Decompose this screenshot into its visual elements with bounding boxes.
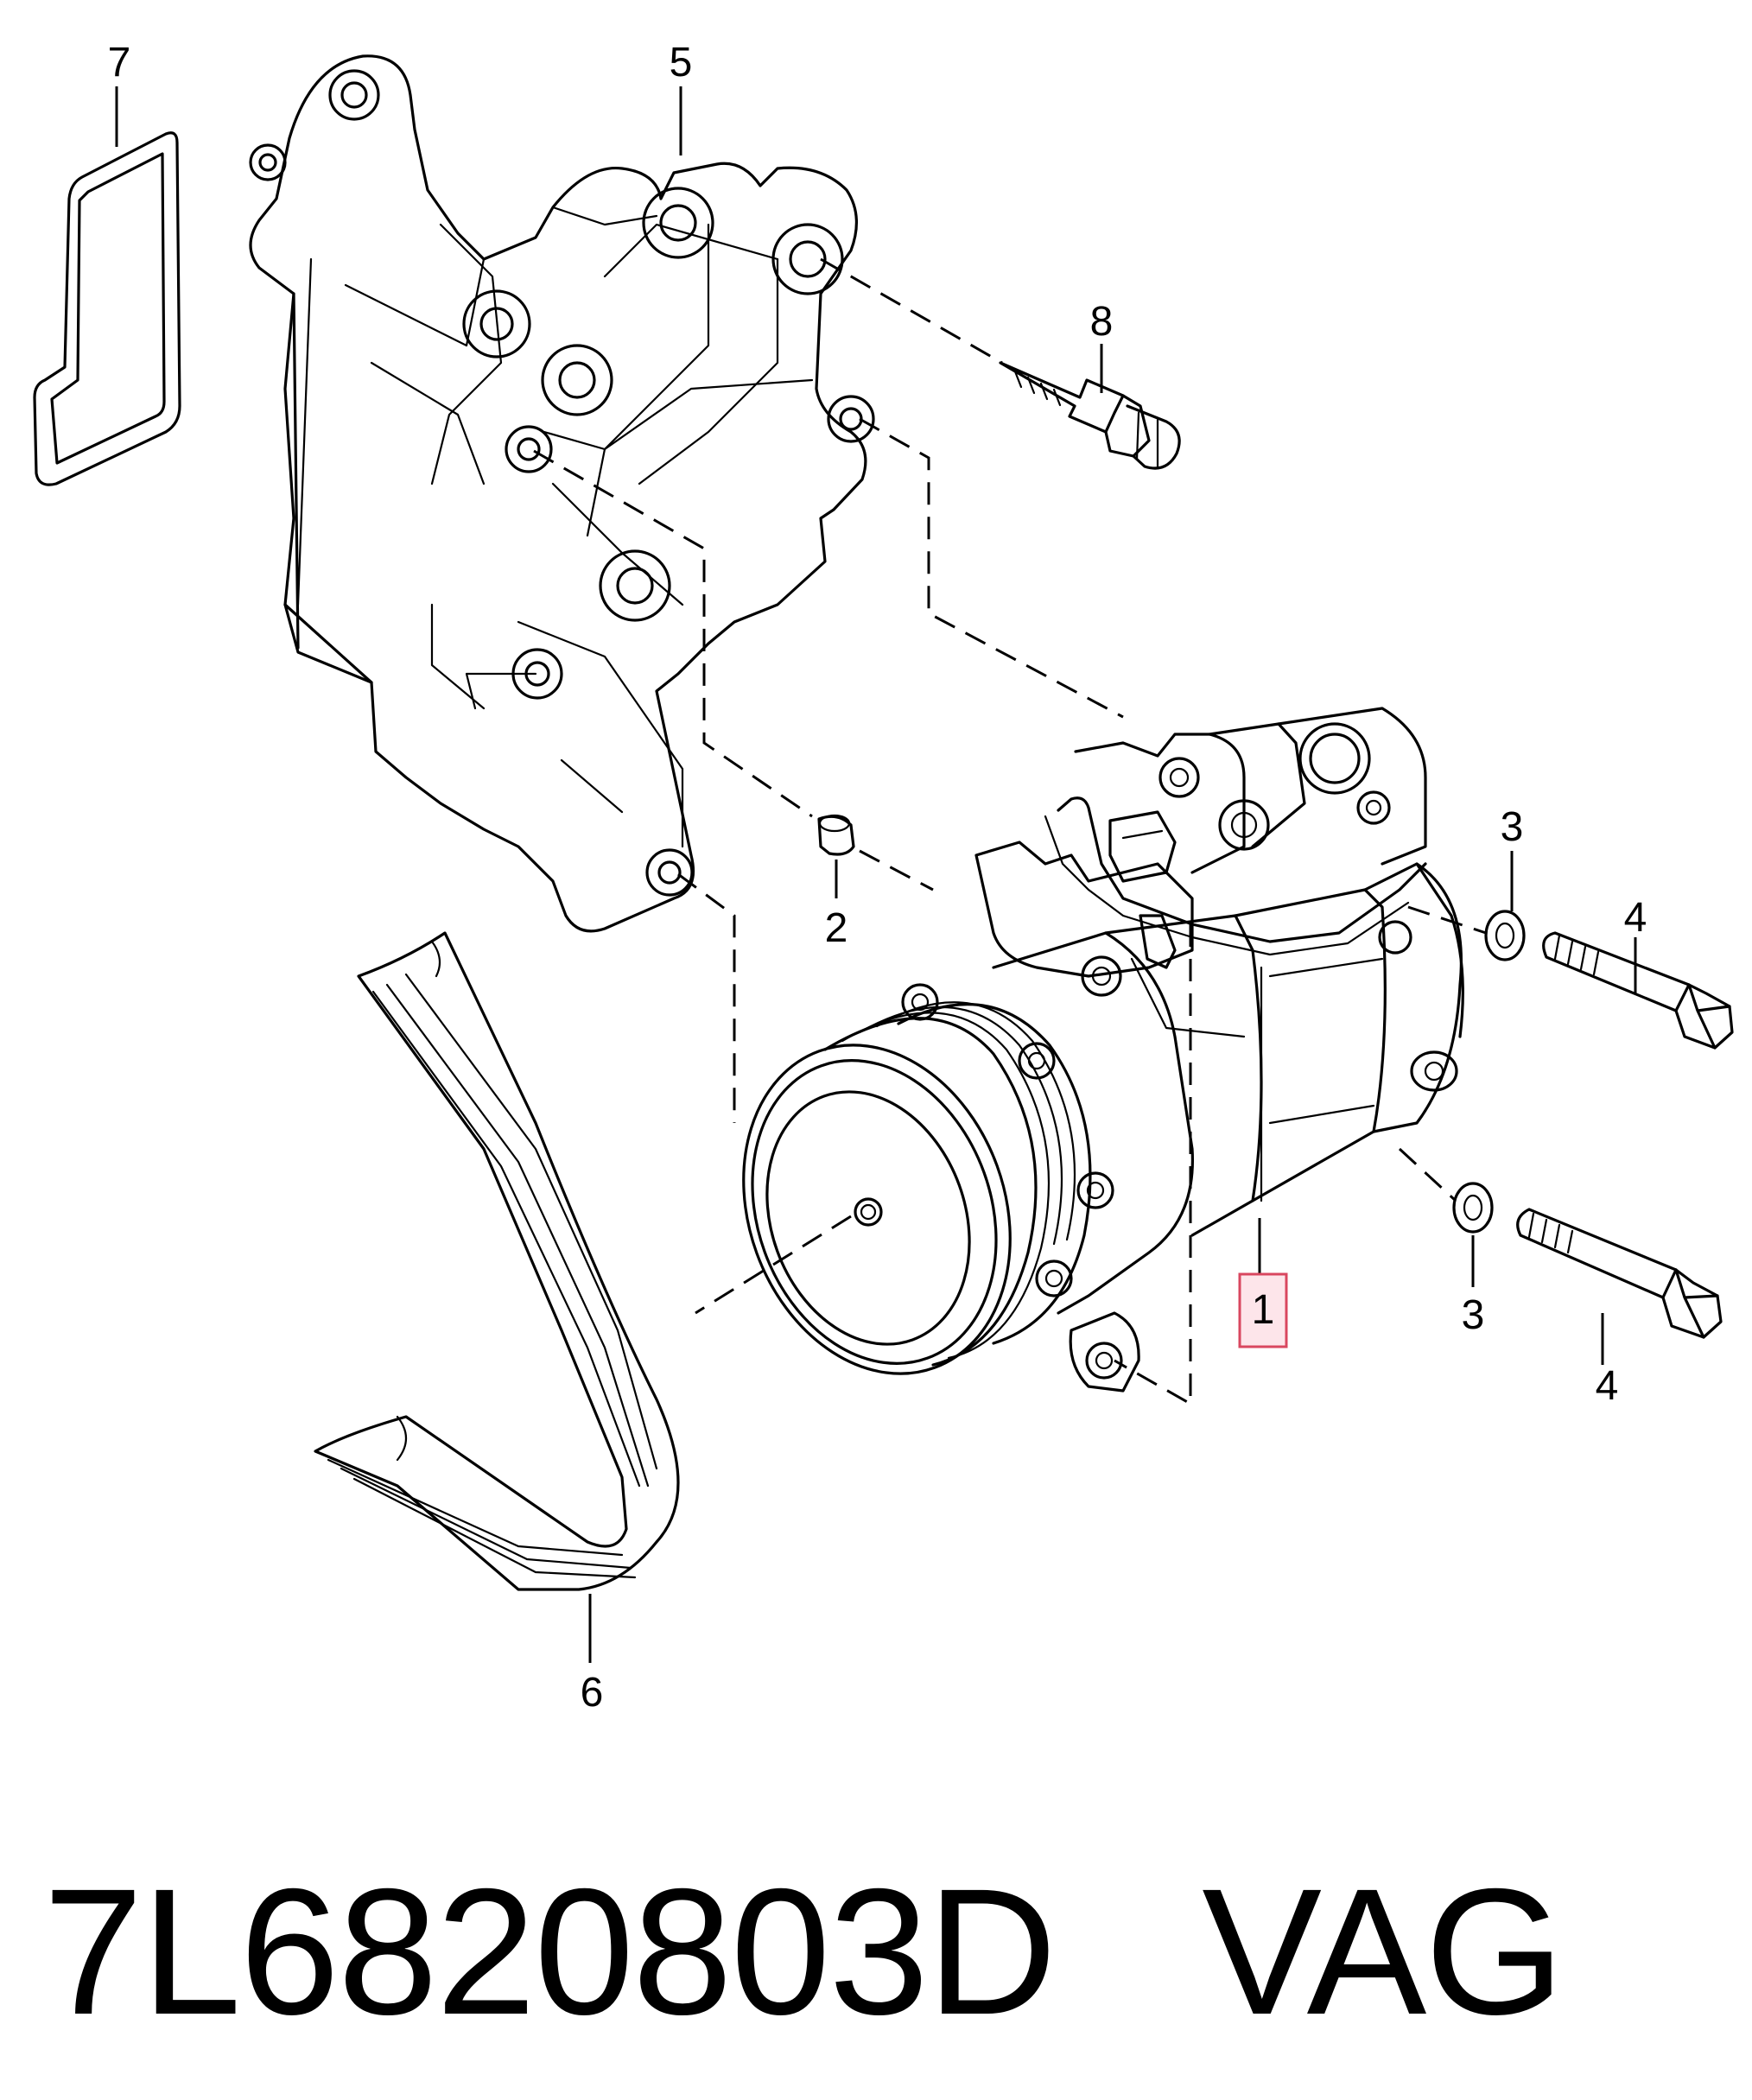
compressor-part [742, 707, 1464, 1393]
bracket-part [249, 54, 875, 933]
washer-3-upper-part [1484, 910, 1526, 961]
callout-5: 5 [670, 40, 693, 86]
callout-6: 6 [581, 1670, 604, 1716]
brand-name: VAG [1202, 1852, 1565, 2052]
callout-2: 2 [825, 905, 848, 951]
highlight-box [1238, 1272, 1288, 1348]
callout-3-upper: 3 [1501, 804, 1524, 850]
callout-4-upper: 4 [1624, 895, 1647, 941]
bushing-2-part [817, 814, 855, 856]
bolt-8-part [999, 361, 1181, 470]
washer-3-lower-part [1452, 1182, 1494, 1234]
callout-8: 8 [1090, 299, 1114, 345]
callout-3-lower: 3 [1462, 1292, 1485, 1338]
belt-part [314, 931, 680, 1591]
assembly-lines [533, 257, 1487, 1406]
part-number: 7L6820803D [43, 1852, 1057, 2052]
bolt-4-upper-part [1542, 931, 1734, 1050]
bolt-4-lower-part [1516, 1208, 1723, 1339]
footer-caption: 7L6820803D VAG [43, 1844, 1565, 2060]
gasket-part [33, 131, 181, 486]
callout-leaders [115, 86, 1637, 1663]
callout-4-lower: 4 [1596, 1363, 1619, 1409]
callout-7: 7 [108, 40, 131, 86]
callout-1: 1 [1252, 1287, 1275, 1333]
